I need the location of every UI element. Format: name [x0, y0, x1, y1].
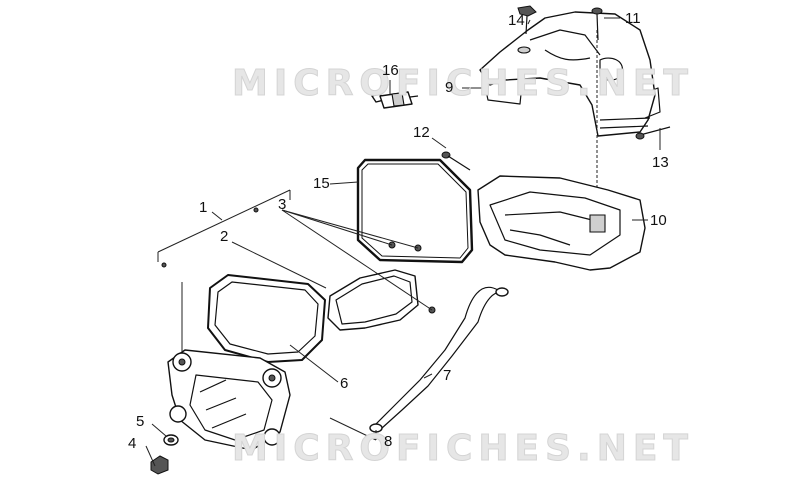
- callout-15: 15: [313, 175, 330, 192]
- callout-8: 8: [384, 433, 393, 450]
- callout-bracket: [157, 189, 291, 352]
- callout-13: 13: [652, 154, 669, 171]
- callout-4: 4: [128, 435, 137, 452]
- breather-hose: [369, 286, 509, 433]
- cover-knob: [517, 5, 537, 35]
- cylinder-head-body: [167, 349, 291, 451]
- cover-plate: [327, 241, 436, 331]
- callout-10: 10: [650, 212, 667, 229]
- callout-6: 6: [340, 375, 349, 392]
- callout-16: 16: [382, 62, 399, 79]
- side-screw: [635, 126, 671, 140]
- callout-1: 1: [199, 199, 208, 216]
- cylinder-head-cover-lower: [477, 175, 646, 271]
- washer: [163, 434, 179, 446]
- cap-nut: [150, 455, 169, 475]
- watermark-top: MICROFICHES.NET: [232, 63, 694, 105]
- callout-5: 5: [136, 413, 145, 430]
- callout-14: 14: [508, 12, 525, 29]
- cover-gasket: [356, 158, 474, 264]
- callout-11: 11: [625, 10, 641, 27]
- small-screw: [441, 151, 471, 171]
- callout-7: 7: [443, 367, 452, 384]
- callout-3: 3: [278, 196, 287, 213]
- cover-screw: [591, 7, 603, 215]
- callout-2: 2: [220, 228, 229, 245]
- spark-plug: [371, 91, 419, 109]
- head-gasket: [207, 274, 326, 363]
- leader-lines: [145, 17, 661, 467]
- callout-12: 12: [413, 124, 430, 141]
- watermark-bottom: MICROFICHES.NET: [232, 428, 694, 470]
- callout-9: 9: [445, 79, 454, 96]
- cylinder-head-cover-upper: [479, 11, 661, 137]
